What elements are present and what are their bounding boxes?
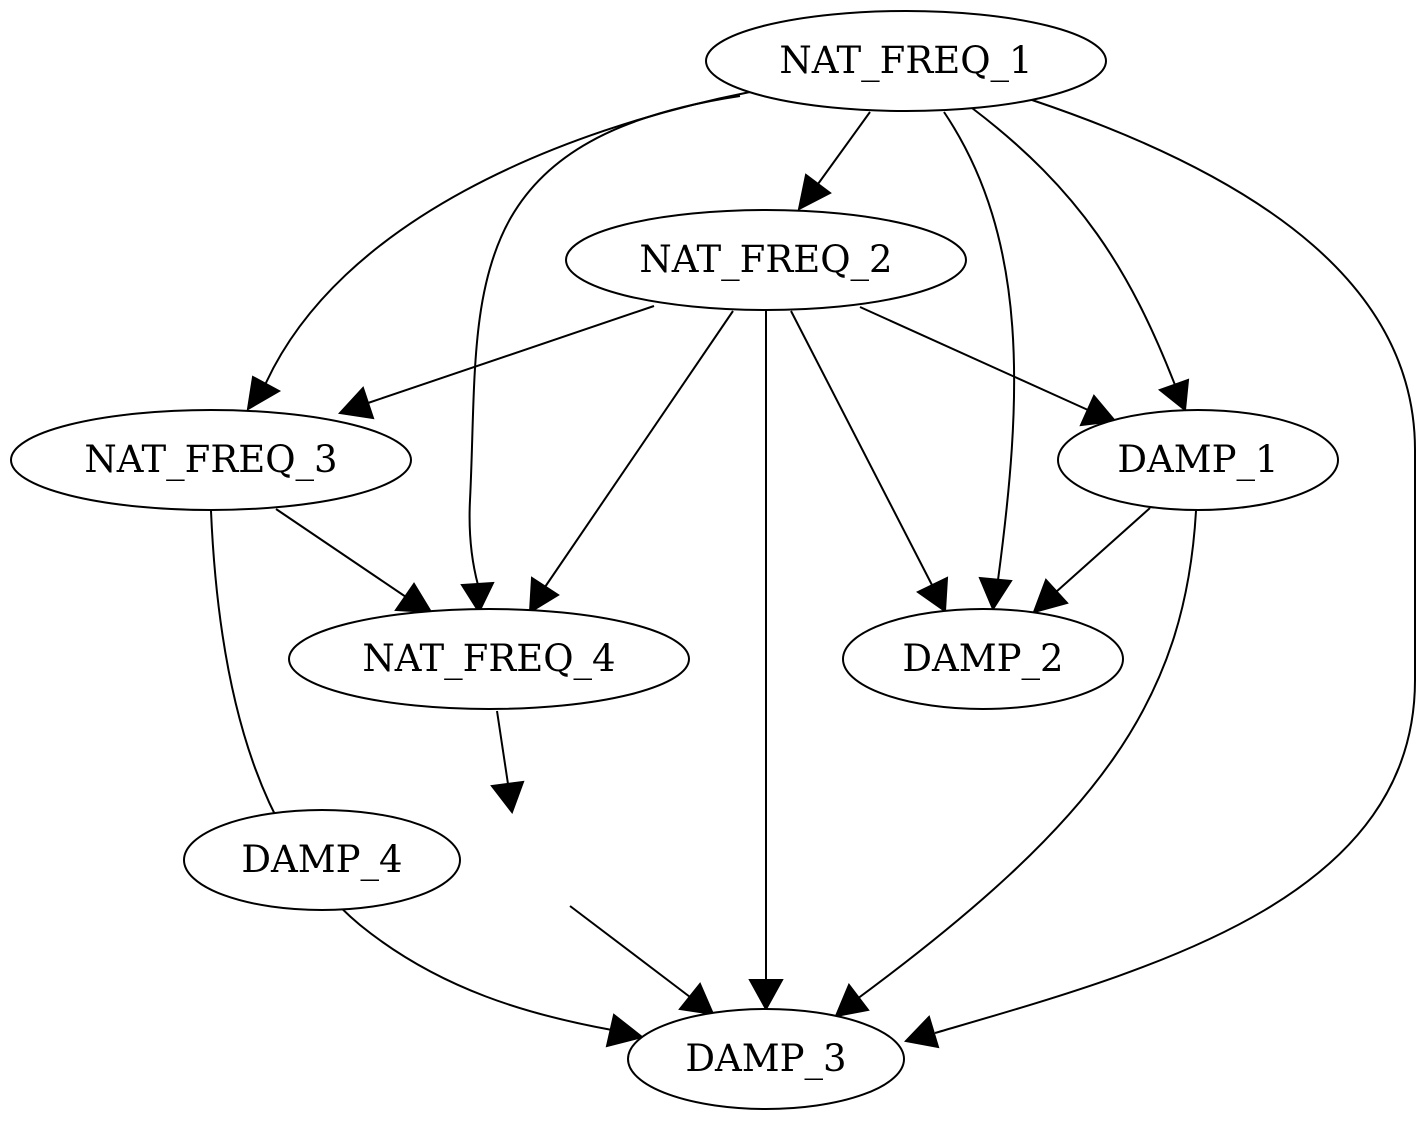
edge-line (790, 310, 933, 586)
node-ellipse (1057, 409, 1339, 511)
edge-d4-d3 (569, 905, 715, 1016)
edge-line (275, 508, 407, 598)
node-ellipse (10, 409, 412, 511)
edge-line (859, 306, 1089, 411)
graph-edges (210, 91, 1416, 1049)
edge-nf2-d1 (859, 306, 1117, 427)
node-label: DAMP_1 (1117, 438, 1278, 482)
edge-line (496, 710, 509, 785)
arrowhead (1079, 394, 1117, 427)
edge-line (1055, 507, 1151, 593)
edge-line (544, 310, 734, 588)
arrowhead (528, 576, 560, 614)
edge-nf1-nf2 (797, 111, 871, 211)
node-ellipse (183, 809, 461, 911)
node-ellipse (288, 608, 690, 710)
edge-nf2-nf4 (528, 310, 734, 614)
edge-nf2-nf3 (337, 305, 655, 420)
arrowhead (797, 173, 832, 211)
node-ellipse (705, 10, 1107, 112)
arrowhead (1032, 578, 1069, 614)
edge-line (817, 111, 871, 185)
arrowhead (748, 979, 784, 1012)
node-label: NAT_FREQ_2 (639, 238, 892, 282)
node-label: NAT_FREQ_1 (779, 39, 1032, 83)
edge-line (971, 107, 1176, 386)
node-d2: DAMP_2 (842, 608, 1124, 710)
node-nf4: NAT_FREQ_4 (288, 608, 690, 710)
node-label: DAMP_3 (685, 1037, 846, 1081)
arrowhead (834, 983, 870, 1018)
edge-line (852, 510, 1197, 1003)
arrowhead (903, 1015, 940, 1049)
node-ellipse (842, 608, 1124, 710)
arrowhead (490, 780, 525, 815)
node-label: DAMP_4 (241, 838, 402, 882)
edge-nf1-d3 (903, 99, 1416, 1049)
edge-d1-d2 (1032, 507, 1151, 614)
node-ellipse (565, 209, 967, 311)
edge-line (468, 95, 741, 586)
arrowhead (1157, 378, 1190, 412)
node-d4: DAMP_4 (183, 809, 461, 911)
edge-nf3-nf4 (275, 508, 433, 614)
arrowhead (460, 581, 495, 615)
edge-line (569, 905, 691, 998)
edge-nf2-d3 (748, 311, 784, 1012)
arrowhead (394, 582, 433, 614)
edge-nf1-d1 (971, 107, 1190, 412)
edge-nf1-d2 (943, 111, 1016, 612)
node-d1: DAMP_1 (1057, 409, 1339, 511)
arrowhead (978, 576, 1013, 612)
node-label: NAT_FREQ_4 (362, 637, 615, 681)
arrowhead (605, 1013, 645, 1048)
node-nf3: NAT_FREQ_3 (10, 409, 412, 511)
edge-line (943, 111, 1016, 581)
edge-line (367, 305, 655, 404)
node-nf1: NAT_FREQ_1 (705, 10, 1107, 112)
edge-d1-d3 (834, 510, 1197, 1018)
node-label: DAMP_2 (902, 637, 1063, 681)
arrowhead (337, 386, 375, 420)
arrowhead (916, 576, 949, 613)
node-nf2: NAT_FREQ_2 (565, 209, 967, 311)
node-d3: DAMP_3 (627, 1008, 905, 1110)
edge-nf3-d3 (210, 510, 645, 1048)
arrowhead (678, 982, 715, 1016)
edge-line (934, 99, 1416, 1034)
arrowhead (246, 375, 282, 411)
edge-nf2-d2 (790, 310, 949, 613)
node-ellipse (627, 1008, 905, 1110)
node-label: NAT_FREQ_3 (84, 438, 337, 482)
edge-nf4-d4 (490, 710, 525, 815)
edge-nf1-nf4 (460, 95, 741, 615)
